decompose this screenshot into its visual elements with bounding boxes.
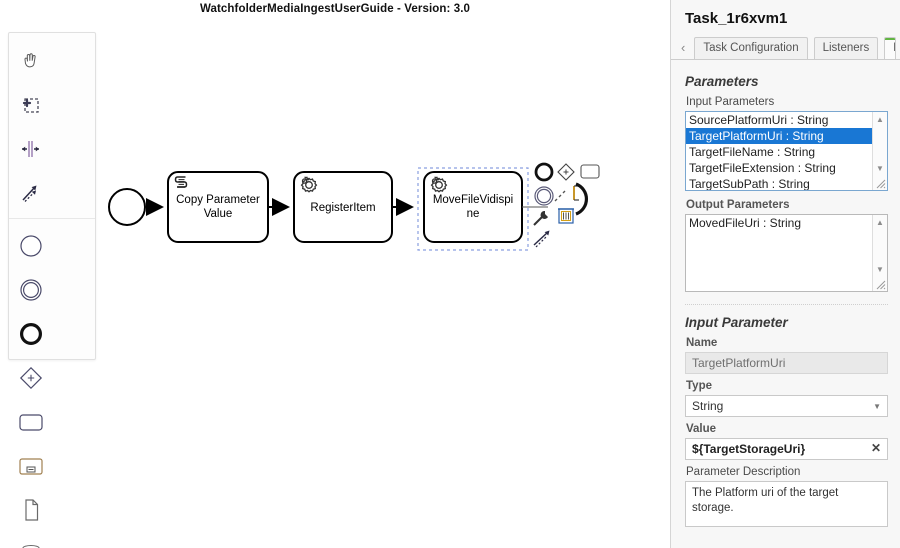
input-parameter-heading: Input Parameter — [685, 315, 788, 330]
output-parameters-scrollbar[interactable]: ▲ ▼ — [872, 215, 887, 291]
list-item[interactable]: SourcePlatformUri : String — [689, 113, 829, 127]
palette-space-tool[interactable] — [9, 127, 53, 171]
context-pad-change-type[interactable] — [533, 210, 548, 226]
tab-scroll-prev-icon[interactable]: ‹ — [681, 40, 686, 55]
context-pad-append-connection[interactable] — [533, 230, 550, 248]
properties-title: Task_1r6xvm1 — [685, 10, 788, 27]
resize-grip-icon[interactable] — [875, 279, 886, 290]
context-pad-append-text-annotation[interactable] — [554, 185, 579, 202]
selection-outline — [417, 167, 529, 251]
parameter-description-field[interactable]: The Platform uri of the target storage. — [685, 481, 888, 527]
palette-divider — [9, 218, 95, 219]
value-field[interactable]: ${TargetStorageUri} — [685, 438, 888, 460]
properties-body: Parameters Input Parameters SourcePlatfo… — [671, 60, 900, 527]
type-select[interactable]: String — [685, 395, 888, 417]
type-label: Type — [686, 380, 712, 392]
palette-data-object[interactable] — [9, 488, 53, 532]
list-item[interactable]: TargetSubPath : String — [689, 177, 810, 191]
task-label-move-file-vidispine-2: ne — [467, 208, 480, 220]
parameters-heading: Parameters — [685, 74, 759, 89]
intermediate-event-icon — [18, 277, 44, 303]
diagram-canvas[interactable]: WatchfolderMediaIngestUserGuide - Versio… — [0, 0, 671, 548]
list-item-selected[interactable]: TargetPlatformUri : String — [686, 128, 873, 144]
list-item[interactable]: TargetFileName : String — [689, 145, 816, 159]
service-task-icon-move-file-vidispine — [430, 176, 448, 193]
palette-end-event[interactable] — [9, 312, 53, 356]
task-label-copy-parameter-value-2: Value — [204, 208, 233, 220]
connect-icon — [18, 181, 44, 205]
output-parameters-listbox[interactable]: MovedFileUri : String ▲ ▼ — [685, 214, 888, 292]
diagram-title: WatchfolderMediaIngestUserGuide - Versio… — [199, 3, 470, 15]
scroll-up-icon[interactable]: ▲ — [876, 115, 884, 124]
task-move-file-vidispine[interactable] — [423, 171, 523, 243]
bpmn-palette[interactable] — [8, 32, 96, 548]
tab-input-output[interactable]: In — [884, 37, 897, 59]
data-object-icon — [19, 497, 43, 523]
palette-start-event[interactable] — [9, 224, 53, 268]
input-parameters-listbox[interactable]: SourcePlatformUri : String TargetPlatfor… — [685, 111, 888, 191]
parameter-description-label: Parameter Description — [686, 466, 801, 478]
clear-value-icon[interactable]: ✕ — [870, 441, 881, 455]
context-pad-connect[interactable] — [575, 182, 589, 216]
subprocess-icon — [17, 454, 45, 478]
bpmn-diagram[interactable]: Copy Parameter Value RegisterItem — [0, 0, 670, 548]
palette-data-store[interactable] — [9, 532, 53, 548]
palette-gateway[interactable] — [9, 356, 53, 400]
hand-icon — [19, 49, 43, 73]
scroll-down-icon[interactable]: ▼ — [876, 265, 884, 274]
name-label: Name — [686, 337, 718, 349]
properties-tabbar[interactable]: ‹ Task Configuration Listeners In › — [671, 33, 900, 60]
section-divider — [685, 304, 888, 305]
tab-task-configuration[interactable]: Task Configuration — [694, 37, 808, 59]
scroll-down-icon[interactable]: ▼ — [876, 164, 884, 173]
input-parameters-scrollbar[interactable]: ▲ ▼ — [872, 112, 887, 190]
palette-intermediate-event[interactable] — [9, 268, 53, 312]
service-task-icon-register-item — [300, 176, 318, 193]
task-label-copy-parameter-value: Copy Parameter — [176, 194, 260, 206]
palette-task[interactable] — [9, 400, 53, 444]
value-label: Value — [686, 423, 717, 435]
lasso-icon — [19, 93, 43, 117]
context-pad[interactable] — [533, 162, 600, 248]
end-event-icon — [18, 321, 44, 347]
task-icon — [17, 410, 45, 434]
gateway-icon — [18, 365, 44, 391]
scroll-up-icon[interactable]: ▲ — [876, 218, 884, 227]
palette-lasso-tool[interactable] — [9, 83, 53, 127]
context-pad-delete[interactable] — [558, 208, 574, 224]
start-event-icon — [18, 233, 44, 259]
palette-hand-tool[interactable] — [9, 39, 53, 83]
context-pad-append-end-event[interactable] — [534, 162, 554, 182]
data-store-icon — [18, 541, 44, 548]
start-event[interactable] — [108, 188, 146, 226]
value-field-wrap: ${TargetStorageUri} ✕ — [685, 438, 888, 460]
context-pad-append-task[interactable] — [580, 164, 600, 179]
output-parameters-label: Output Parameters — [686, 199, 790, 211]
context-pad-append-gateway[interactable] — [557, 163, 575, 181]
palette-global-connect-tool[interactable] — [9, 171, 53, 215]
input-parameters-label: Input Parameters — [686, 96, 775, 108]
task-label-move-file-vidispine: MoveFileVidispi — [433, 194, 513, 206]
resize-grip-icon[interactable] — [875, 178, 886, 189]
space-tool-icon — [18, 137, 44, 161]
tab-listeners[interactable]: Listeners — [813, 37, 879, 59]
name-field[interactable]: TargetPlatformUri — [685, 352, 888, 374]
properties-panel: Task_1r6xvm1 ‹ Task Configuration Listen… — [671, 0, 900, 548]
context-pad-append-intermediate-event[interactable] — [534, 186, 554, 206]
task-label-register-item: RegisterItem — [310, 202, 375, 214]
list-item[interactable]: MovedFileUri : String — [689, 216, 802, 230]
palette-subprocess-expanded[interactable] — [9, 444, 53, 488]
script-task-icon — [174, 176, 188, 188]
type-select-wrap: String ▼ — [685, 395, 888, 417]
list-item[interactable]: TargetFileExtension : String — [689, 161, 836, 175]
